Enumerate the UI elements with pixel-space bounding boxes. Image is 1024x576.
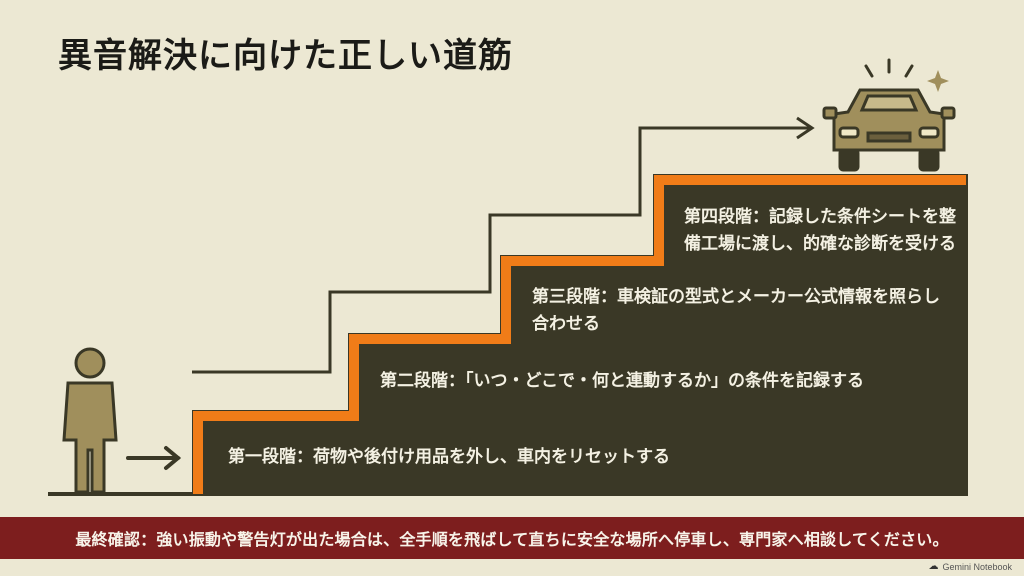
person-icon	[62, 347, 118, 494]
brand-watermark: ☁ Gemini Notebook	[928, 561, 1012, 572]
step-4-line-2: 備工場に渡し、的確な診断を受ける	[684, 234, 956, 254]
step-2-label: 第二段階：「いつ・どこで・何と連動するか」の条件を記録する	[380, 371, 864, 391]
arrow-right-icon	[126, 446, 182, 470]
step-3-line-1: 第三段階：車検証の型式とメーカー公式情報を照らし	[532, 287, 940, 307]
path-guide-line	[192, 126, 812, 374]
page-title: 異音解決に向けた正しい道筋	[58, 36, 513, 76]
step-4-label: 第四段階：記録した条件シートを整 備工場に渡し、的確な診断を受ける	[684, 204, 956, 258]
staircase-body	[192, 174, 968, 494]
brand-logo-icon: ☁	[928, 561, 939, 572]
sparkle-icon	[864, 58, 914, 78]
footer-bar	[0, 559, 1024, 576]
step-edge-highlight	[193, 175, 966, 494]
step-4-line-1: 第四段階：記録した条件シートを整	[684, 207, 956, 227]
step-3-line-2: 合わせる	[532, 314, 600, 334]
star-sparkle-icon	[927, 70, 949, 92]
brand-name: Gemini Notebook	[942, 561, 1012, 572]
warning-text: 最終確認：強い振動や警告灯が出た場合は、全手順を飛ばして直ちに安全な場所へ停車し…	[75, 530, 949, 549]
car-icon	[822, 88, 956, 172]
step-3-label: 第三段階：車検証の型式とメーカー公式情報を照らし 合わせる	[532, 284, 940, 338]
path-arrow-head	[796, 116, 815, 140]
step-1-label: 第一段階：荷物や後付け用品を外し、車内をリセットする	[228, 447, 670, 467]
warning-banner: 最終確認：強い振動や警告灯が出た場合は、全手順を飛ばして直ちに安全な場所へ停車し…	[0, 517, 1024, 559]
